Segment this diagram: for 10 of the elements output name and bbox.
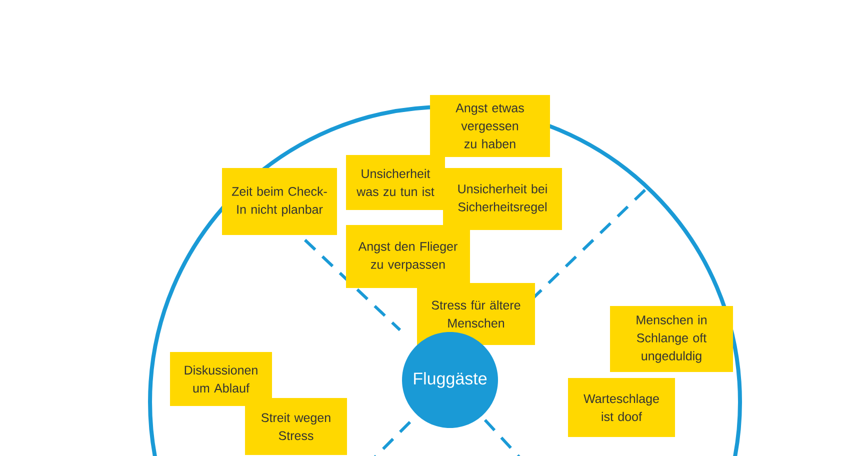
sticky-note: Streit wegen Stress — [245, 398, 347, 455]
sticky-note: Angst den Flieger zu verpassen — [346, 225, 470, 288]
sticky-note: Unsicherheit bei Sicherheitsregel — [443, 168, 562, 230]
sticky-note: Angst etwas vergessen zu haben — [430, 95, 550, 157]
sticky-note: Menschen in Schlange oft ungeduldig — [610, 306, 733, 372]
sticky-note: Warteschlage ist doof — [568, 378, 675, 437]
sticky-note: Diskussionen um Ablauf — [170, 352, 272, 406]
sticky-note: Stress für ältere Menschen — [417, 283, 535, 345]
sticky-note: Zeit beim Check-In nicht planbar — [222, 168, 337, 235]
sticky-note: Unsicherheit was zu tun ist — [346, 155, 445, 210]
